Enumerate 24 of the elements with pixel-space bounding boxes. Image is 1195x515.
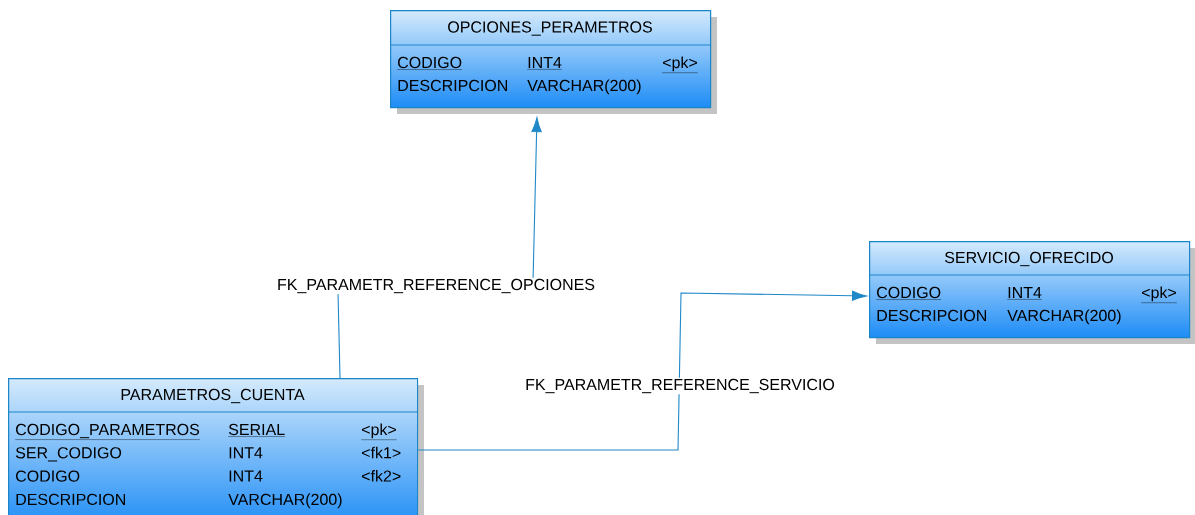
column-name: SER_CODIGO (15, 447, 122, 462)
column-name: DESCRIPCION (16, 493, 125, 506)
data-type: INT4 (229, 447, 263, 459)
column-name: CODIGO_PARAMETROS (15, 423, 200, 440)
key-marker: <fk1> (362, 446, 401, 459)
key-marker: <fk2> (362, 470, 401, 482)
column-name: CODIGO (876, 286, 942, 300)
edge-label: FK_PARAMETR_REFERENCE_OPCIONES (276, 277, 596, 295)
data-type: INT4 (229, 470, 263, 482)
column-name: CODIGO (16, 470, 80, 482)
table-title: SERVICIO_OFRECIDO (944, 251, 1113, 267)
column-name: DESCRIPCION (877, 309, 986, 322)
data-type: VARCHAR(200) (527, 79, 641, 95)
data-type: INT4 (527, 57, 563, 70)
edge-label: FK_PARAMETR_REFERENCE_SERVICIO (524, 377, 836, 395)
arrow (417, 290, 867, 451)
table-title: OPCIONES_PERAMETROS (448, 21, 652, 36)
column-name: DESCRIPCION (398, 79, 507, 92)
data-type: SERIAL (228, 423, 286, 437)
column-name: CODIGO (397, 56, 463, 70)
table-title: PARAMETROS_CUENTA (121, 388, 305, 404)
data-type: VARCHAR(200) (1007, 309, 1121, 325)
data-type: INT4 (1007, 287, 1043, 300)
data-type: VARCHAR(200) (228, 493, 342, 509)
